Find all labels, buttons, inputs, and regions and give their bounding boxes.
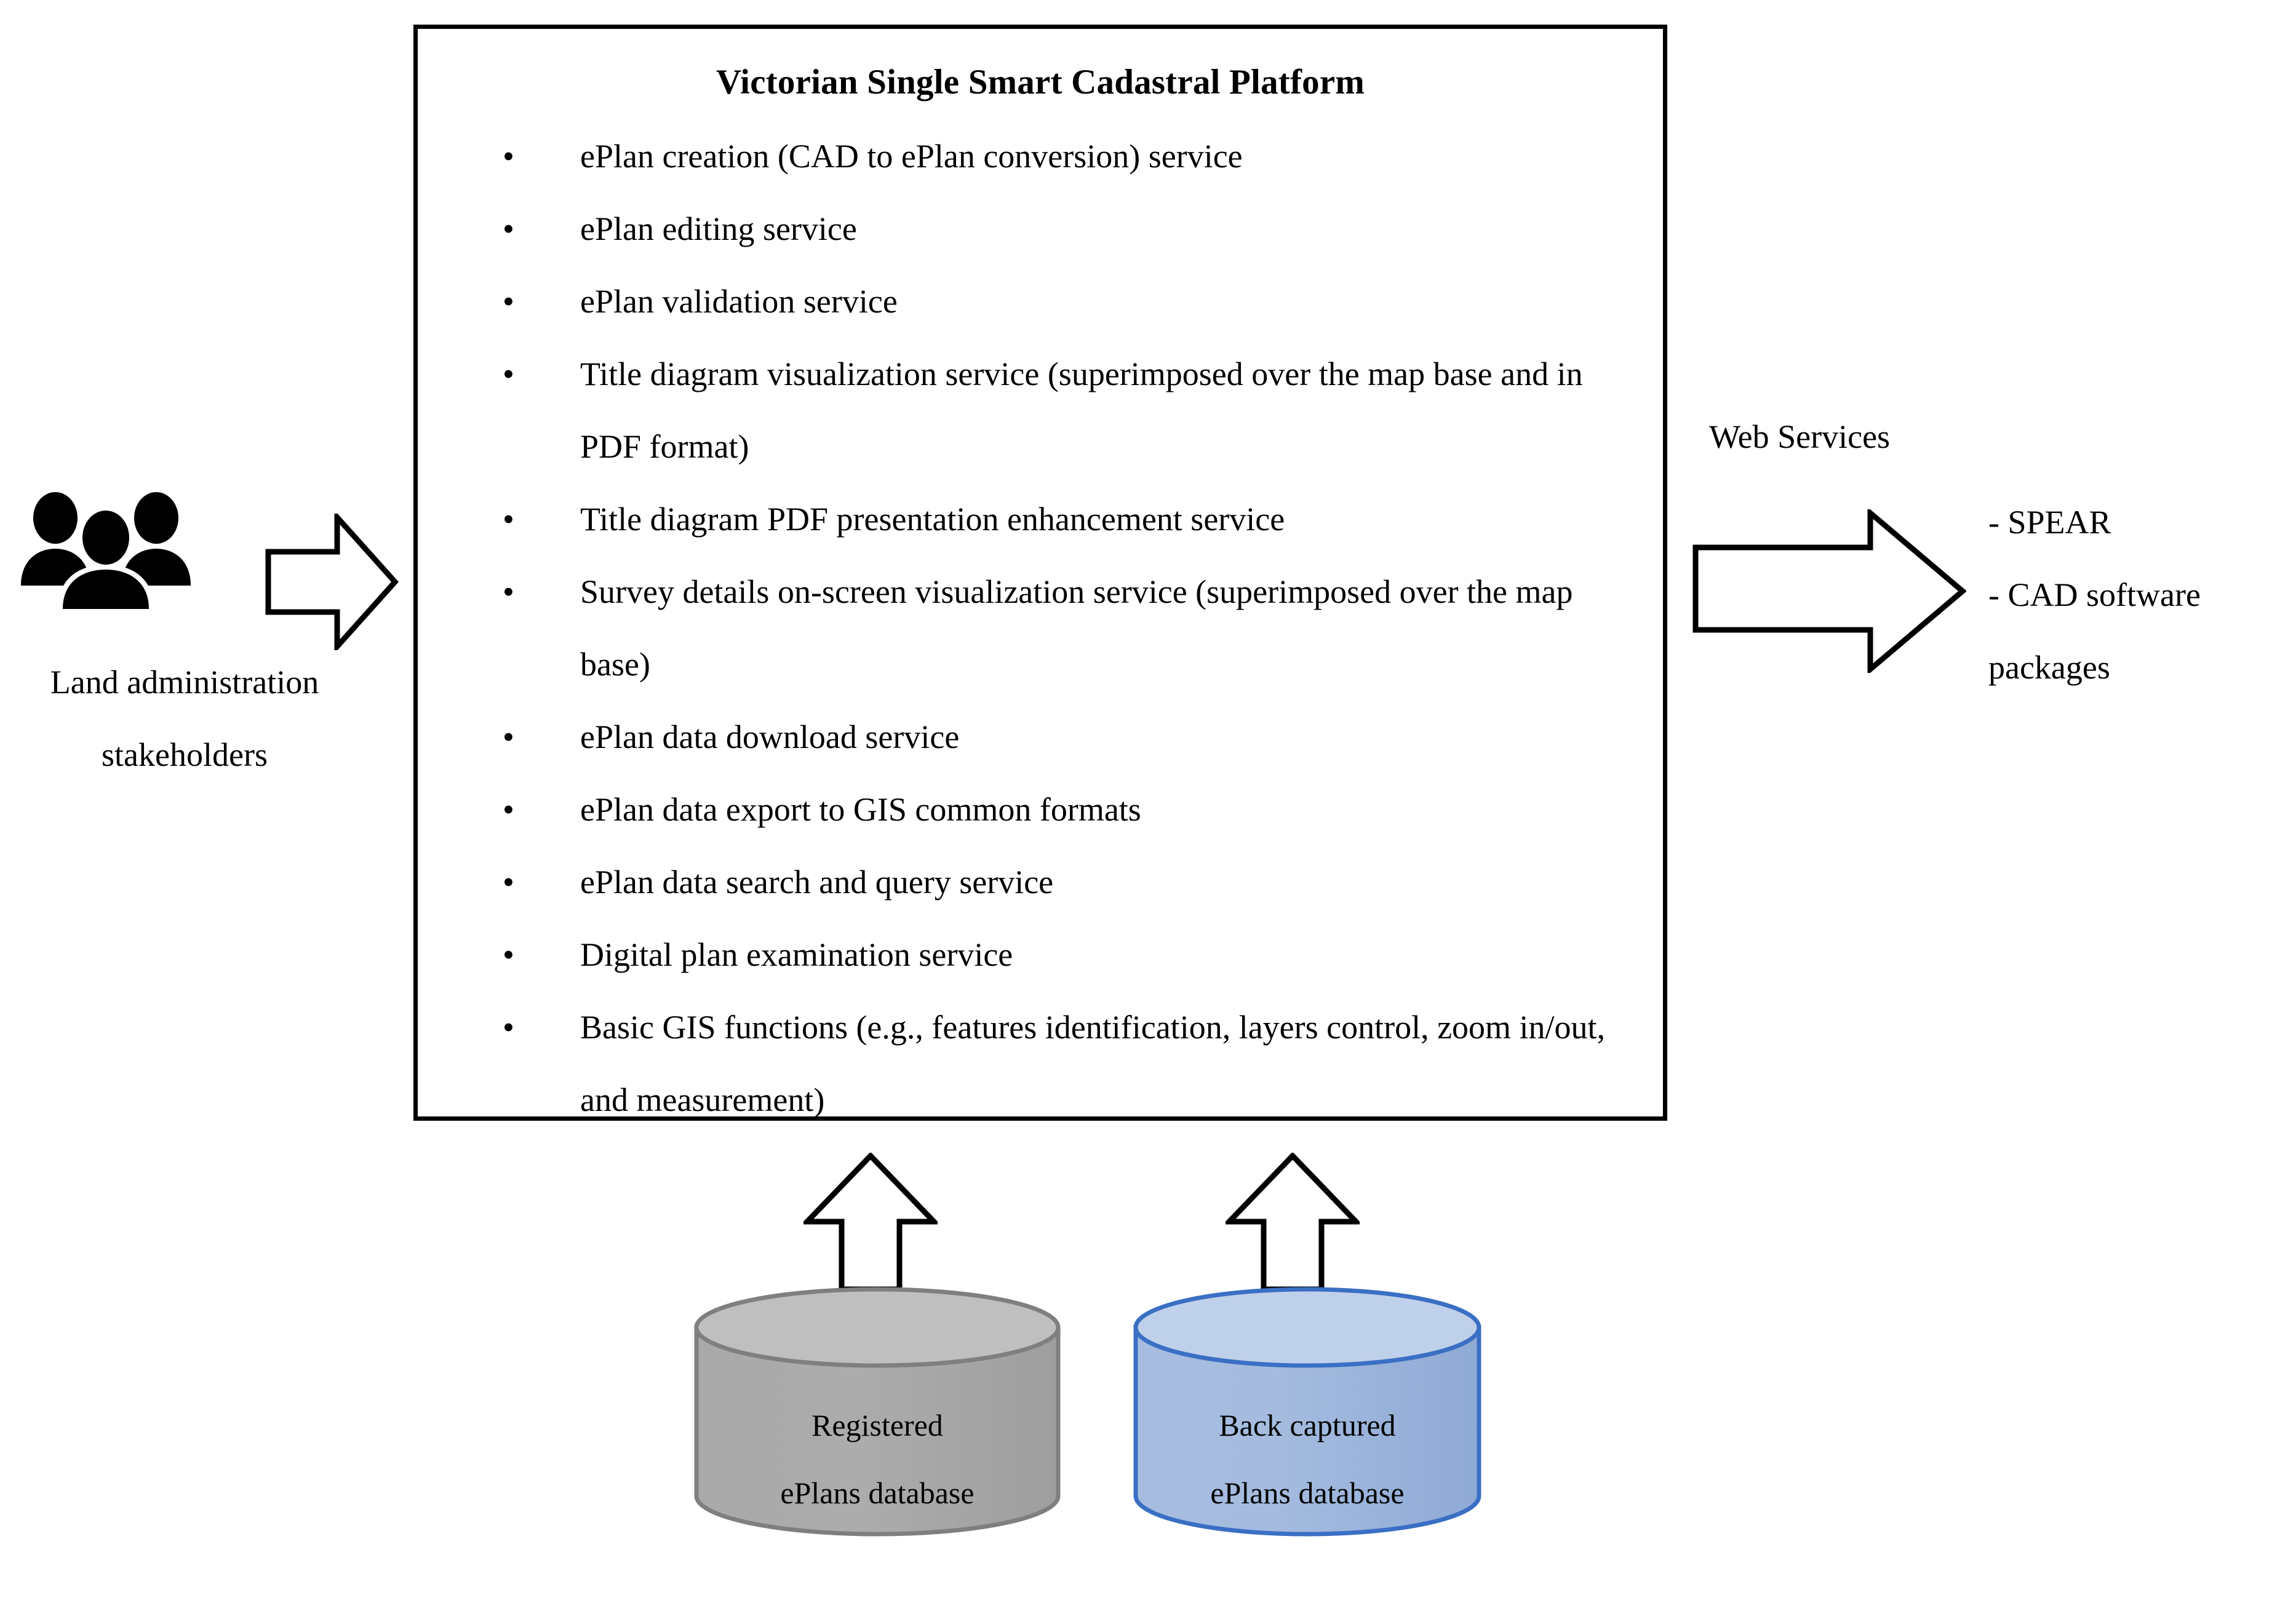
database-registered-eplans: Registered ePlans database xyxy=(693,1286,1062,1538)
service-list-item: • Basic GIS functions (e.g., features ide… xyxy=(418,991,1663,1136)
service-list-item-label: ePlan data download service xyxy=(580,718,960,755)
service-list-item-label: Survey details on-screen visualization s… xyxy=(580,573,1573,683)
service-list-item: • Title diagram PDF presentation enhancem… xyxy=(418,483,1663,555)
bullet-icon: • xyxy=(503,210,514,247)
bullet-icon: • xyxy=(503,864,514,901)
service-list-item: • Digital plan examination service xyxy=(418,918,1663,991)
service-list-item-label: ePlan data export to GIS common formats xyxy=(580,791,1141,828)
service-list-item-label: ePlan creation (CAD to ePlan conversion)… xyxy=(580,138,1243,175)
database-back-captured-eplans: Back captured ePlans database xyxy=(1132,1286,1483,1538)
service-list-item-label: Title diagram visualization service (sup… xyxy=(580,356,1583,465)
bullet-icon: • xyxy=(503,791,514,828)
web-services-label: Web Services xyxy=(1709,418,1891,455)
bullet-icon: • xyxy=(503,718,514,755)
service-list-item: • ePlan validation service xyxy=(418,265,1663,338)
service-list-item: • ePlan data download service xyxy=(418,701,1663,773)
bullet-icon: • xyxy=(503,501,514,538)
web-service-consumers: - SPEAR - CAD software xyxy=(1988,486,2296,631)
service-list-item-label: Title diagram PDF presentation enhanceme… xyxy=(580,501,1285,538)
service-list-item: • Title diagram visualization service (su… xyxy=(418,338,1663,483)
up-arrow-icon xyxy=(803,1153,938,1292)
stakeholders-label: Land administration stakeholders xyxy=(6,646,363,791)
service-list-item-label: ePlan data search and query service xyxy=(580,864,1054,901)
platform-box: Victorian Single Smart Cadastral Platfor… xyxy=(413,25,1667,1121)
up-arrow-icon xyxy=(1226,1153,1360,1292)
service-list-item-label: ePlan editing service xyxy=(580,210,857,247)
database-cylinder-icon xyxy=(1133,1287,1481,1537)
bullet-icon: • xyxy=(503,138,514,175)
database-cylinder-icon xyxy=(694,1287,1061,1537)
web-service-consumer-item: - CAD software xyxy=(1988,576,2201,613)
bullet-icon: • xyxy=(503,573,514,610)
service-list-item-label: ePlan validation service xyxy=(580,283,898,320)
people-group-icon xyxy=(21,492,191,609)
bullet-icon: • xyxy=(503,936,514,973)
service-list-item-label: Basic GIS functions (e.g., features iden… xyxy=(580,1009,1606,1118)
right-arrow-icon xyxy=(1692,509,1966,673)
web-service-consumers-continuation: packages xyxy=(1988,649,2110,686)
web-service-consumer-item: - SPEAR xyxy=(1988,504,2111,541)
page-title: Victorian Single Smart Cadastral Platfor… xyxy=(716,63,1365,101)
stakeholders-label-line2: stakeholders xyxy=(102,736,268,773)
service-list: • ePlan creation (CAD to ePlan conversion… xyxy=(418,120,1663,1136)
stakeholders-label-line1: Land administration xyxy=(50,664,319,701)
service-list-item: • ePlan editing service xyxy=(418,193,1663,265)
service-list-item: • ePlan creation (CAD to ePlan conversion… xyxy=(418,120,1663,193)
bullet-icon: • xyxy=(503,283,514,320)
service-list-item-label: Digital plan examination service xyxy=(580,936,1013,973)
service-list-item: • Survey details on-screen visualization … xyxy=(418,555,1663,701)
bullet-icon: • xyxy=(503,1009,514,1046)
right-arrow-icon xyxy=(265,514,399,650)
service-list-item: • ePlan data export to GIS common formats xyxy=(418,773,1663,846)
bullet-icon: • xyxy=(503,356,514,392)
service-list-item: • ePlan data search and query service xyxy=(418,846,1663,918)
